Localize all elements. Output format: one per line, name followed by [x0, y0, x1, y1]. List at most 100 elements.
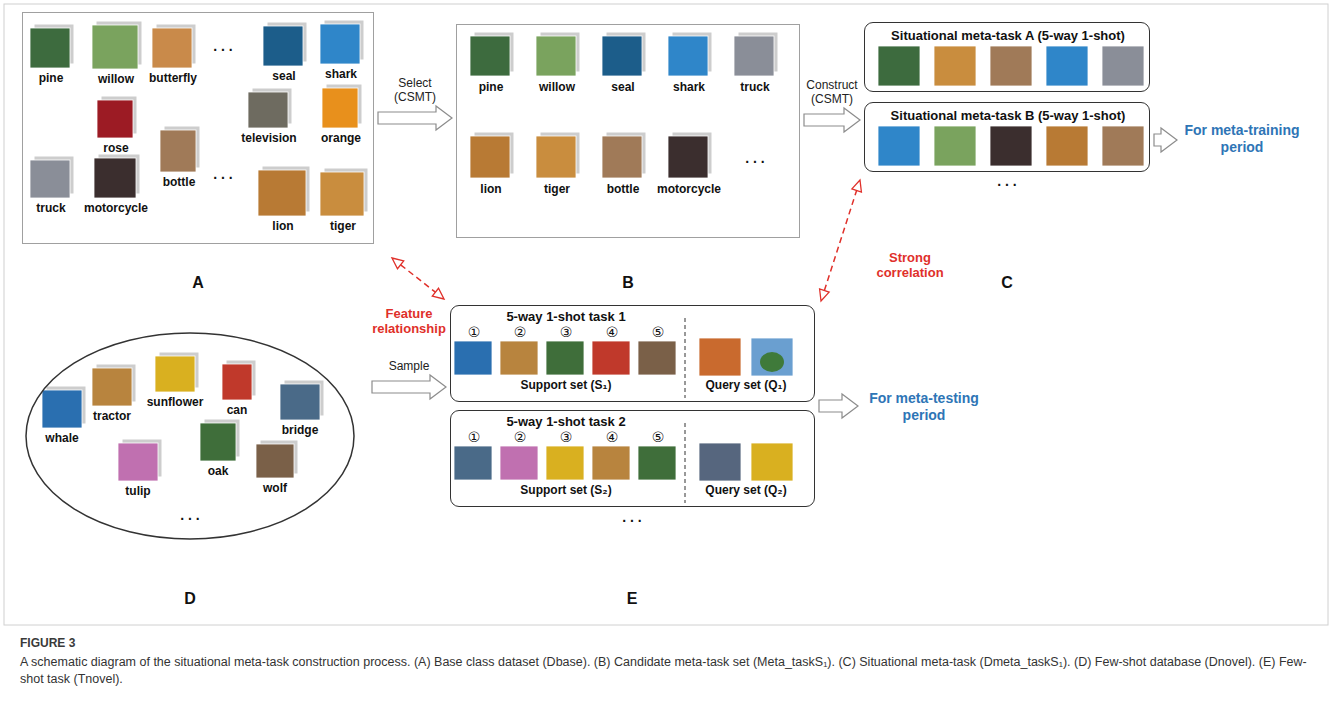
task-title: Situational meta-task B (5-way 1-shot)	[891, 108, 1126, 123]
panel-letter: E	[627, 590, 638, 608]
image-label: tulip	[125, 484, 150, 498]
callout-number: ③	[560, 324, 573, 340]
photo-thumb	[320, 168, 368, 216]
photo-thumb	[155, 352, 199, 392]
image-label: tiger	[544, 182, 570, 196]
panel-letter: C	[1001, 274, 1013, 292]
figure-frame	[4, 4, 1328, 625]
image-label: seal	[272, 69, 295, 83]
photo-thumb	[258, 166, 310, 216]
relation-label: Strong correlation	[870, 250, 950, 280]
photo-thumb	[668, 132, 712, 178]
illustration-part	[602, 36, 642, 76]
illustration-part	[734, 36, 774, 76]
photo-thumb	[256, 440, 298, 478]
image-label: pine	[39, 71, 64, 85]
set-label: Support set (S₁)	[521, 378, 612, 392]
dashed-arrow	[401, 265, 436, 292]
set-label: Query set (Q₁)	[706, 378, 787, 392]
image-label: television	[241, 131, 296, 145]
illustration-part	[152, 28, 192, 68]
dashed-arrow	[392, 258, 444, 299]
arrow-label: Sample	[375, 359, 443, 373]
ellipsis: . . .	[622, 510, 641, 524]
image-label: whale	[45, 431, 78, 445]
photo-thumb	[92, 364, 136, 406]
illustration-part	[155, 356, 195, 392]
hollow-arrow	[804, 108, 860, 132]
hollow-arrow	[804, 108, 860, 132]
photo-thumb	[602, 132, 646, 178]
image-label: lion	[480, 182, 501, 196]
hollow-arrow	[372, 375, 446, 399]
task-box: Situational meta-task B (5-way 1-shot)	[864, 102, 1150, 172]
illustration-part	[470, 136, 510, 178]
figure-caption: A schematic diagram of the situational m…	[20, 654, 1312, 688]
photo-thumb	[160, 126, 200, 172]
ellipse-outline	[26, 333, 354, 539]
photo-thumb	[30, 156, 74, 198]
illustration-part	[500, 446, 538, 480]
dashed-arrow	[820, 180, 862, 301]
illustration-part	[546, 446, 584, 480]
illustration-part	[454, 446, 492, 480]
panel-box: pinewillowbutterfly. . .sealsharkrosetel…	[22, 12, 374, 244]
image-label: shark	[673, 80, 705, 94]
set-label: Support set (S₂)	[520, 483, 611, 497]
illustration-part	[92, 25, 138, 69]
callout-number: ①	[468, 324, 481, 340]
task-box: Situational meta-task A (5-way 1-shot)	[864, 22, 1150, 92]
photo-thumb	[322, 84, 362, 128]
photo-thumb	[248, 88, 292, 128]
illustration-part	[30, 28, 70, 68]
arrow-label: Select (CSMT)	[381, 76, 449, 104]
illustration-part	[263, 26, 303, 66]
illustration-part	[320, 172, 364, 216]
hollow-arrow	[378, 106, 452, 130]
photo-thumb	[320, 20, 364, 64]
photo-thumb	[470, 132, 514, 178]
illustration-part	[592, 446, 630, 480]
illustration-part	[602, 136, 642, 178]
figure-title: FIGURE 3	[20, 636, 75, 650]
image-label: willow	[98, 72, 134, 86]
hollow-arrow	[378, 106, 452, 130]
illustration-part	[536, 136, 576, 178]
image-label: seal	[611, 80, 634, 94]
period-label: For meta-training period	[1180, 122, 1304, 156]
image-label: can	[227, 403, 248, 417]
illustration-part	[934, 46, 976, 86]
illustration-part	[118, 443, 158, 481]
set-divider	[685, 318, 686, 398]
image-label: motorcycle	[84, 201, 148, 215]
hollow-arrow	[372, 375, 446, 399]
set-divider	[685, 423, 686, 503]
ellipsis: . . .	[180, 508, 199, 522]
photo-thumb	[602, 32, 646, 76]
callout-number: ①	[468, 429, 481, 445]
illustration-part	[42, 390, 82, 428]
image-label: truck	[36, 201, 65, 215]
illustration-part	[760, 352, 784, 372]
illustration-part	[699, 338, 741, 376]
image-label: tiger	[330, 219, 356, 233]
ellipsis: . . .	[213, 167, 232, 181]
illustration-part	[638, 341, 676, 375]
illustration-part	[30, 160, 70, 198]
period-label: For meta-testing period	[862, 390, 986, 424]
callout-number: ②	[514, 324, 527, 340]
hollow-arrow	[1154, 128, 1177, 152]
illustration-part	[97, 100, 133, 138]
image-label: pine	[479, 80, 504, 94]
hollow-arrow	[819, 394, 858, 418]
arrow-label: Construct (CSMT)	[803, 78, 861, 106]
callout-number: ⑤	[652, 324, 665, 340]
photo-thumb	[536, 132, 580, 178]
photo-thumb	[92, 21, 142, 69]
illustration-part	[546, 341, 584, 375]
arrow-head	[392, 258, 404, 269]
image-label: wolf	[263, 481, 287, 495]
image-label: bottle	[163, 175, 196, 189]
panel-box: pinewillowsealsharktruckliontigerbottlem…	[456, 24, 800, 238]
